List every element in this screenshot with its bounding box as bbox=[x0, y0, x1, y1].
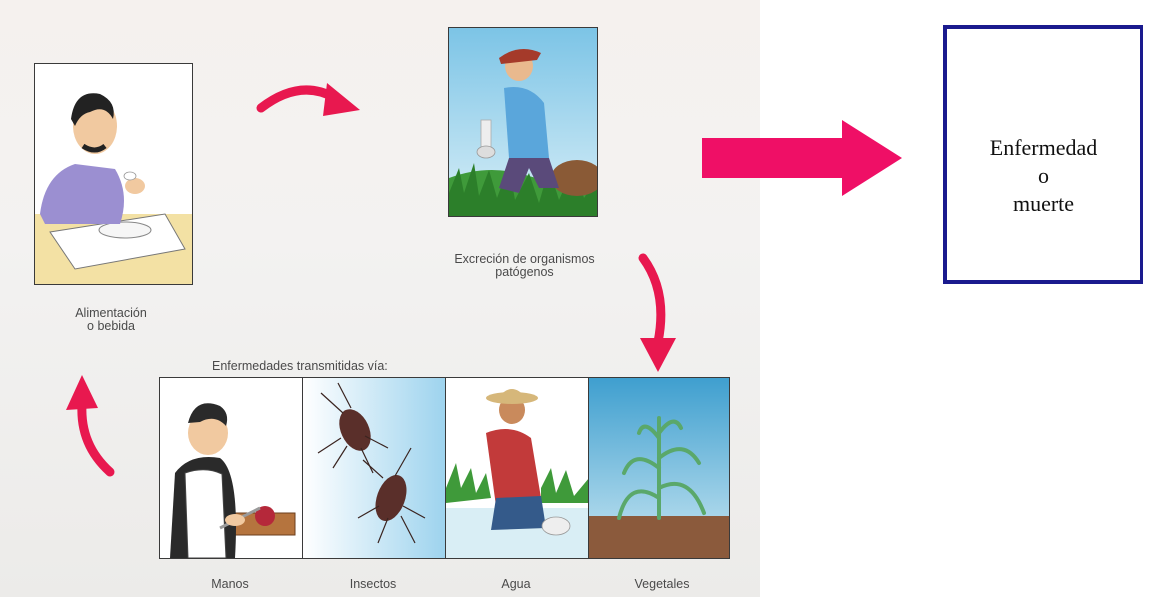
big-arrow-right bbox=[702, 120, 902, 196]
transmission-title: Enfermedades transmitidas vía: bbox=[212, 360, 452, 373]
label-insectos: Insectos bbox=[328, 578, 418, 591]
cycle-arrow-left bbox=[60, 370, 130, 480]
result-line-disease: Enfermedad bbox=[947, 134, 1140, 162]
label-agua: Agua bbox=[471, 578, 561, 591]
label-vegetales: Vegetales bbox=[612, 578, 712, 591]
excretion-illustration bbox=[449, 28, 597, 216]
water-illustration bbox=[446, 378, 589, 558]
label-manos: Manos bbox=[185, 578, 275, 591]
label-excretion: Excreción de organismos patógenos bbox=[422, 253, 627, 279]
label-feeding: Alimentación o bebida bbox=[52, 307, 170, 333]
vegetables-illustration bbox=[589, 378, 729, 558]
cycle-arrow-top bbox=[255, 78, 365, 138]
result-box: Enfermedad o muerte bbox=[943, 25, 1143, 284]
panel-vegetales bbox=[588, 377, 730, 559]
result-line-death: muerte bbox=[947, 190, 1140, 218]
result-line-or: o bbox=[947, 162, 1140, 190]
man-eating-illustration bbox=[35, 64, 192, 284]
panel-excretion bbox=[448, 27, 598, 217]
panel-manos bbox=[159, 377, 304, 559]
result-text: Enfermedad o muerte bbox=[947, 134, 1140, 218]
panel-insectos bbox=[302, 377, 447, 559]
insects-illustration bbox=[303, 378, 446, 558]
panel-agua bbox=[445, 377, 590, 559]
hands-illustration bbox=[160, 378, 303, 558]
panel-feeding bbox=[34, 63, 193, 285]
cycle-arrow-right bbox=[628, 252, 688, 377]
